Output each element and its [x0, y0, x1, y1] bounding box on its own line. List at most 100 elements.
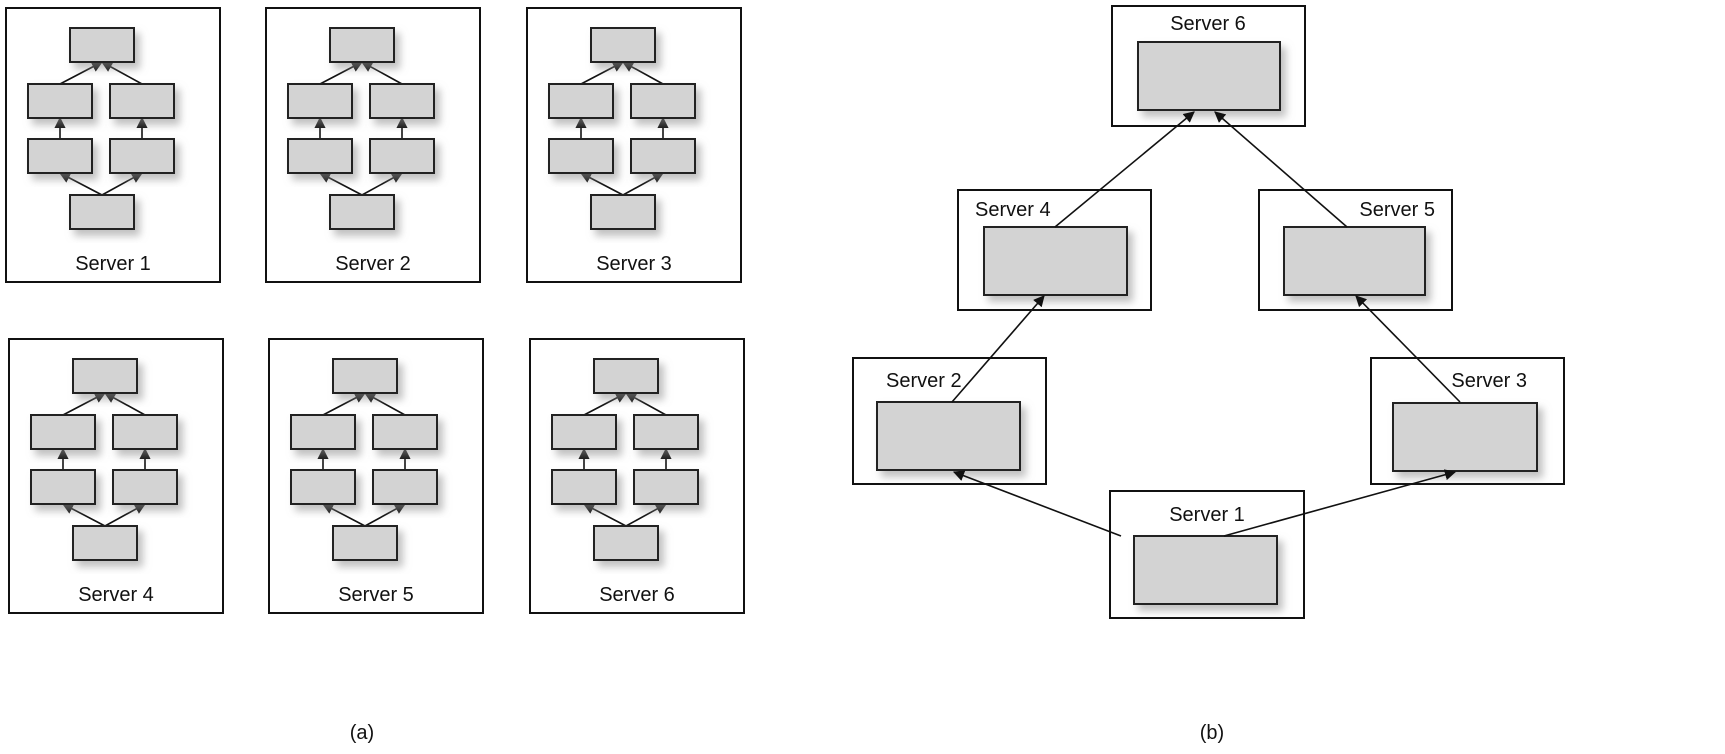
panel-a-replicated-servers: Server 1 Server 2 Server 3 Server 4 Server 5… — [5, 7, 745, 614]
connection-arrow — [951, 295, 1045, 403]
component-box — [109, 83, 175, 119]
component-box — [633, 469, 699, 505]
server-frame-group: Server 4 — [8, 338, 224, 614]
component-box — [1392, 402, 1538, 472]
connection-arrow — [1214, 111, 1348, 228]
dependency-arrow — [319, 172, 363, 196]
panel-a-caption: (a) — [350, 722, 374, 744]
server-label: Server 6 — [599, 584, 675, 606]
component-box — [548, 83, 614, 119]
server-label: Server 5 — [338, 584, 414, 606]
server-node-group: Server 6 — [1111, 5, 1306, 127]
server-node-group: Server 3 — [1370, 357, 1565, 485]
dependency-arrow — [580, 172, 624, 196]
component-box — [329, 194, 395, 230]
component-box — [290, 414, 356, 450]
component-box — [548, 138, 614, 174]
component-box — [983, 226, 1128, 296]
dependency-arrow — [104, 503, 146, 527]
component-box — [590, 27, 656, 63]
panel-b-distributed-servers: Server 6 Server 4 Server 5 Server 2 Server 3… — [852, 5, 1565, 619]
dependency-arrow — [622, 172, 664, 196]
component-box — [69, 194, 135, 230]
server-frame-group: Server 1 — [5, 7, 221, 283]
dependency-arrow — [622, 61, 664, 85]
server-label: Server 2 — [886, 370, 962, 392]
dependency-arrow — [625, 392, 667, 416]
component-box — [1133, 535, 1278, 605]
component-box — [369, 83, 435, 119]
server-node-group: Server 4 — [957, 189, 1152, 311]
dependency-arrow — [322, 392, 366, 416]
dependency-arrow — [625, 503, 667, 527]
server-node-group: Server 1 — [1109, 490, 1305, 619]
dependency-arrow — [104, 392, 146, 416]
server-frame-group: Server 2 — [265, 7, 481, 283]
server-label: Server 4 — [78, 584, 154, 606]
component-box — [1137, 41, 1281, 111]
component-box — [551, 414, 617, 450]
connection-arrow — [1054, 111, 1195, 228]
component-box — [372, 469, 438, 505]
dependency-arrow — [361, 172, 403, 196]
server-label: Server 1 — [75, 253, 151, 275]
server-node-group: Server 5 — [1258, 189, 1453, 311]
dependency-arrow — [364, 392, 406, 416]
panel-b-caption: (b) — [1200, 722, 1224, 744]
dependency-arrow — [62, 503, 106, 527]
dependency-arrow — [319, 61, 363, 85]
server-frame-group: Server 5 — [268, 338, 484, 614]
dependency-arrow — [364, 503, 406, 527]
dependency-arrow — [322, 503, 366, 527]
connection-arrow — [952, 470, 1122, 537]
component-box — [593, 525, 659, 561]
component-box — [551, 469, 617, 505]
server-label: Server 3 — [1451, 370, 1527, 392]
component-box — [72, 525, 138, 561]
server-node-group: Server 2 — [852, 357, 1047, 485]
server-label: Server 3 — [596, 253, 672, 275]
component-box — [109, 138, 175, 174]
dependency-arrow — [59, 172, 103, 196]
component-box — [630, 138, 696, 174]
dependency-arrow — [580, 61, 624, 85]
component-box — [876, 401, 1021, 471]
dependency-arrow — [583, 503, 627, 527]
dependency-arrow — [361, 61, 403, 85]
server-label: Server 4 — [975, 199, 1051, 221]
component-box — [1283, 226, 1426, 296]
component-box — [30, 414, 96, 450]
dependency-arrow — [101, 172, 143, 196]
component-box — [290, 469, 356, 505]
component-box — [287, 138, 353, 174]
server-frame-group: Server 6 — [529, 338, 745, 614]
dependency-arrow — [101, 61, 143, 85]
component-box — [69, 27, 135, 63]
component-box — [329, 27, 395, 63]
component-box — [593, 358, 659, 394]
component-box — [332, 525, 398, 561]
component-box — [633, 414, 699, 450]
component-box — [112, 414, 178, 450]
connection-arrow — [1355, 295, 1461, 403]
component-box — [30, 469, 96, 505]
component-box — [72, 358, 138, 394]
server-label: Server 6 — [1170, 13, 1246, 35]
component-box — [27, 138, 93, 174]
server-label: Server 1 — [1169, 504, 1245, 526]
server-frame-group: Server 3 — [526, 7, 742, 283]
dependency-arrow — [62, 392, 106, 416]
component-box — [27, 83, 93, 119]
component-box — [630, 83, 696, 119]
component-box — [372, 414, 438, 450]
component-box — [369, 138, 435, 174]
dependency-arrow — [59, 61, 103, 85]
dependency-arrow — [583, 392, 627, 416]
component-box — [112, 469, 178, 505]
component-box — [287, 83, 353, 119]
component-box — [332, 358, 398, 394]
server-label: Server 2 — [335, 253, 411, 275]
server-label: Server 5 — [1359, 199, 1435, 221]
component-box — [590, 194, 656, 230]
